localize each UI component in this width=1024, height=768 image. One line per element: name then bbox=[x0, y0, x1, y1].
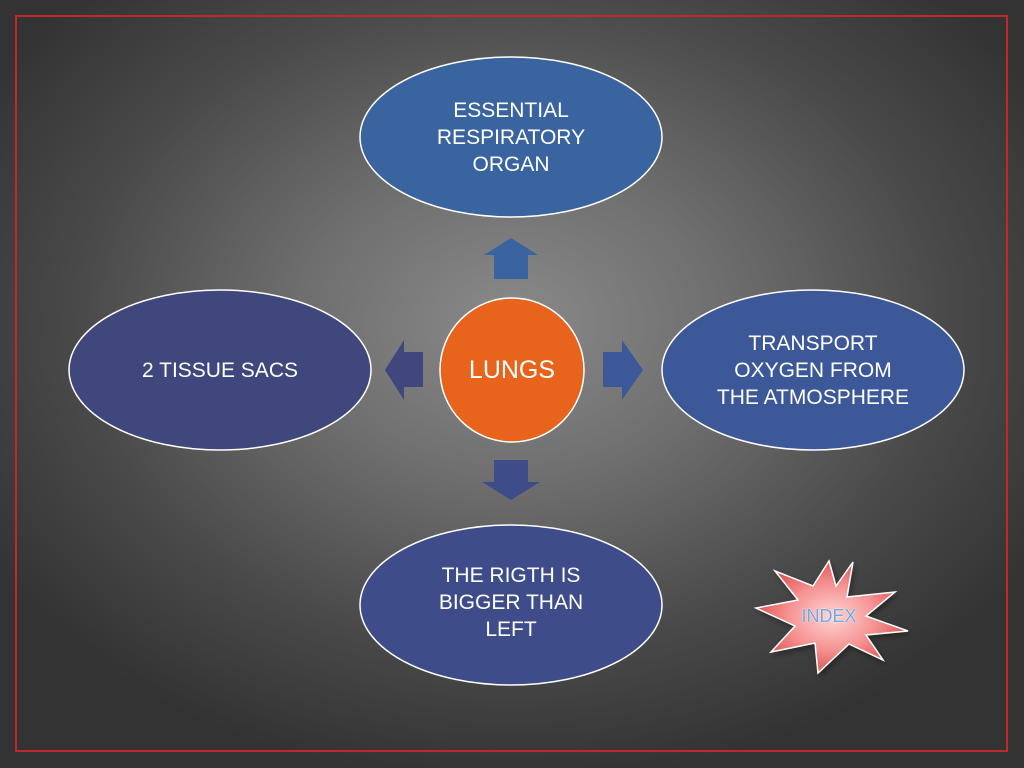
node-bottom-text: THE RIGTH IS BIGGER THAN LEFT bbox=[438, 563, 584, 641]
node-right-text: TRANSPORT OXYGEN FROM THE ATMOSPHERE bbox=[716, 331, 910, 409]
node-left bbox=[68, 289, 372, 451]
center-node bbox=[439, 297, 585, 443]
center-node-label: LUNGS bbox=[468, 355, 556, 384]
arrow-down-icon bbox=[482, 460, 540, 500]
node-left-text: 2 TISSUE SACS bbox=[141, 358, 298, 382]
index-star-icon[interactable] bbox=[753, 559, 909, 675]
arrow-up-icon bbox=[484, 238, 538, 279]
arrow-right-icon bbox=[603, 340, 643, 400]
node-top-text: ESSENTIAL RESPIRATORY ORGAN bbox=[436, 98, 586, 176]
node-right bbox=[661, 289, 965, 451]
node-bottom bbox=[359, 524, 663, 686]
node-top bbox=[359, 56, 663, 218]
arrow-left-icon bbox=[385, 340, 423, 400]
index-button[interactable]: INDEX bbox=[801, 605, 857, 626]
